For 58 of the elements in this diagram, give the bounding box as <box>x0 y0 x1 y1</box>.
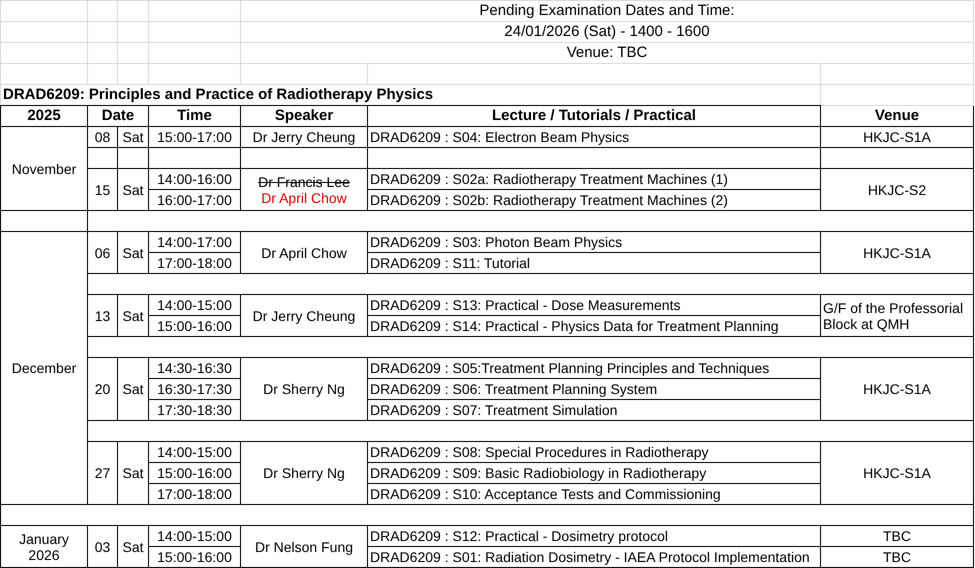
table-cell: Sat <box>118 442 148 504</box>
table-cell: 14:00-16:00 <box>148 168 240 190</box>
table-cell: Dr Sherry Ng <box>240 358 368 420</box>
table-cell: DRAD6209 : S08: Special Procedures in Radiotherapy <box>368 442 820 462</box>
table-cell: Sat <box>118 358 148 420</box>
table-cell: Sat <box>118 294 148 336</box>
header-cell: Speaker <box>240 106 368 126</box>
table-cell: HKJC-S1A <box>820 232 974 274</box>
table-cell: Sat <box>118 232 148 274</box>
table-title: DRAD6209: Principles and Practice of Radiotherapy Physics <box>0 84 820 106</box>
table-cell: January 2026 <box>0 526 88 568</box>
table-cell: 03 <box>88 526 118 568</box>
table-cell: 14:00-15:00 <box>148 526 240 546</box>
table-cell: Sat <box>118 168 148 210</box>
table-cell: DRAD6209 : S02a: Radiotherapy Treatment Machines (1) <box>368 168 820 190</box>
table-cell: DRAD6209 : S03: Photon Beam Physics <box>368 232 820 252</box>
table-cell: 14:00-15:00 <box>148 442 240 462</box>
table-cell: 08 <box>88 126 118 148</box>
note-text: Pending Examination Dates and Time: <box>240 0 974 22</box>
speaker-name: Dr Francis Lee <box>257 174 351 190</box>
table-cell: Sat <box>118 126 148 148</box>
table-cell: Sat <box>118 526 148 568</box>
table-cell: 14:00-17:00 <box>148 232 240 252</box>
table-cell: HKJC-S2 <box>820 168 974 210</box>
table-cell: 20 <box>88 358 118 420</box>
table-cell: Dr Jerry Cheung <box>240 294 368 336</box>
table-cell: 15 <box>88 168 118 210</box>
table-cell: 27 <box>88 442 118 504</box>
table-cell: 13 <box>88 294 118 336</box>
table-cell: DRAD6209 : S12: Practical - Dosimetry protocol <box>368 526 820 546</box>
table-cell: 14:00-15:00 <box>148 294 240 316</box>
header-cell: Venue <box>820 106 974 126</box>
table-cell: November <box>0 126 88 210</box>
header-cell: Time <box>148 106 240 126</box>
header-cell: 2025 <box>0 106 88 126</box>
header-cell: Date <box>88 106 148 126</box>
table-cell: G/F of the Professorial Block at QMH <box>820 294 974 336</box>
note-text: 24/01/2026 (Sat) - 1400 - 1600 <box>240 22 974 42</box>
table-cell: Dr Nelson Fung <box>240 526 368 568</box>
table-cell: 06 <box>88 232 118 274</box>
table-cell: Dr Jerry Cheung <box>240 126 368 148</box>
table-cell: DRAD6209 : S05:Treatment Planning Principles and Techniques <box>368 358 820 378</box>
table-cell: HKJC-S1A <box>820 358 974 420</box>
speaker-name: Dr April Chow <box>260 190 348 206</box>
table-cell: DRAD6209 : S04: Electron Beam Physics <box>368 126 820 148</box>
table-cell: Dr Sherry Ng <box>240 442 368 504</box>
table-cell: HKJC-S1A <box>820 126 974 148</box>
table-cell: 15:00-17:00 <box>148 126 240 148</box>
table-cell: DRAD6209 : S13: Practical - Dose Measurements <box>368 294 820 316</box>
table-cell: Dr April Chow <box>240 232 368 274</box>
table-cell: December <box>0 232 88 504</box>
table-cell: HKJC-S1A <box>820 442 974 504</box>
table-cell: 14:30-16:30 <box>148 358 240 378</box>
table-cell: TBC <box>820 526 974 546</box>
table-cell: DRAD6209 : S01: Radiation Dosimetry - IAEA Protocol Implementation <box>368 546 820 568</box>
header-cell: Lecture / Tutorials / Practical <box>368 106 820 126</box>
table-cell: TBC <box>820 546 974 568</box>
note-text: Venue: TBC <box>240 42 974 64</box>
